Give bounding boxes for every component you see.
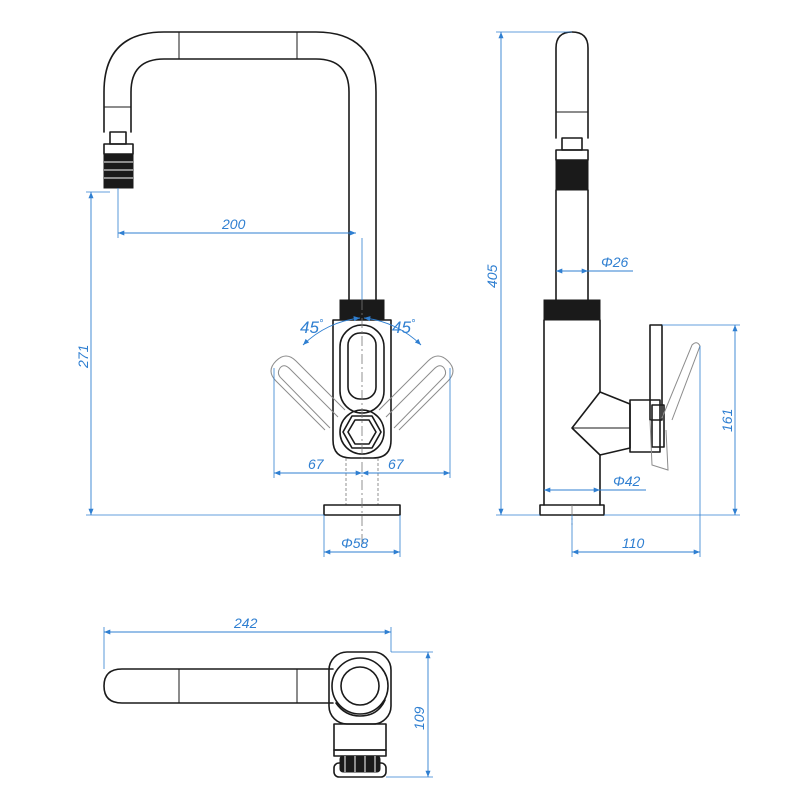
dim-total-length-label: 242 (233, 615, 258, 631)
dim-base-diameter-label: Φ58 (341, 535, 369, 551)
front-view: 200 271 45° 45° 67 67 Φ58 (75, 31, 454, 557)
side-spout (555, 31, 589, 301)
top-lever (333, 723, 387, 778)
dim-lever-height (604, 324, 740, 516)
dim-total-depth (386, 651, 433, 778)
front-lever-ghost-right (378, 355, 454, 431)
dim-lever-height-label: 161 (719, 409, 735, 432)
front-lever-ghost-left (270, 355, 346, 431)
dim-lever-offset-left-label: 67 (308, 456, 325, 472)
front-aerator (103, 131, 134, 189)
side-view: 405 Φ26 Φ42 161 110 (484, 31, 740, 557)
dim-lever-angle-right-label: 45° (392, 318, 416, 337)
top-view: 242 109 (103, 615, 433, 778)
side-body (543, 319, 665, 506)
dim-spout-reach (117, 188, 363, 300)
side-lever (649, 324, 701, 471)
dim-lever-angle (302, 316, 422, 346)
dim-total-depth-label: 109 (411, 706, 427, 730)
dim-total-height-label: 405 (484, 264, 500, 288)
side-collar (543, 299, 601, 321)
top-body (328, 651, 392, 725)
front-spout (103, 31, 377, 301)
dim-spout-diameter-label: Φ26 (601, 254, 629, 270)
dim-body-diameter-label: Φ42 (613, 473, 641, 489)
dim-total-length (103, 627, 392, 669)
dim-spout-reach-label: 200 (221, 216, 246, 232)
dim-lever-projection (571, 346, 701, 557)
dim-lever-offset (273, 368, 451, 478)
dim-total-height (496, 31, 572, 516)
dim-base-diameter (323, 515, 401, 557)
dim-lever-angle-left-label: 45° (300, 318, 324, 337)
dim-lever-projection-label: 110 (622, 535, 645, 551)
dim-height-aerator-label: 271 (75, 345, 91, 369)
dim-height-aerator (86, 191, 324, 516)
dim-lever-offset-right-label: 67 (388, 456, 405, 472)
top-spout (103, 668, 334, 704)
